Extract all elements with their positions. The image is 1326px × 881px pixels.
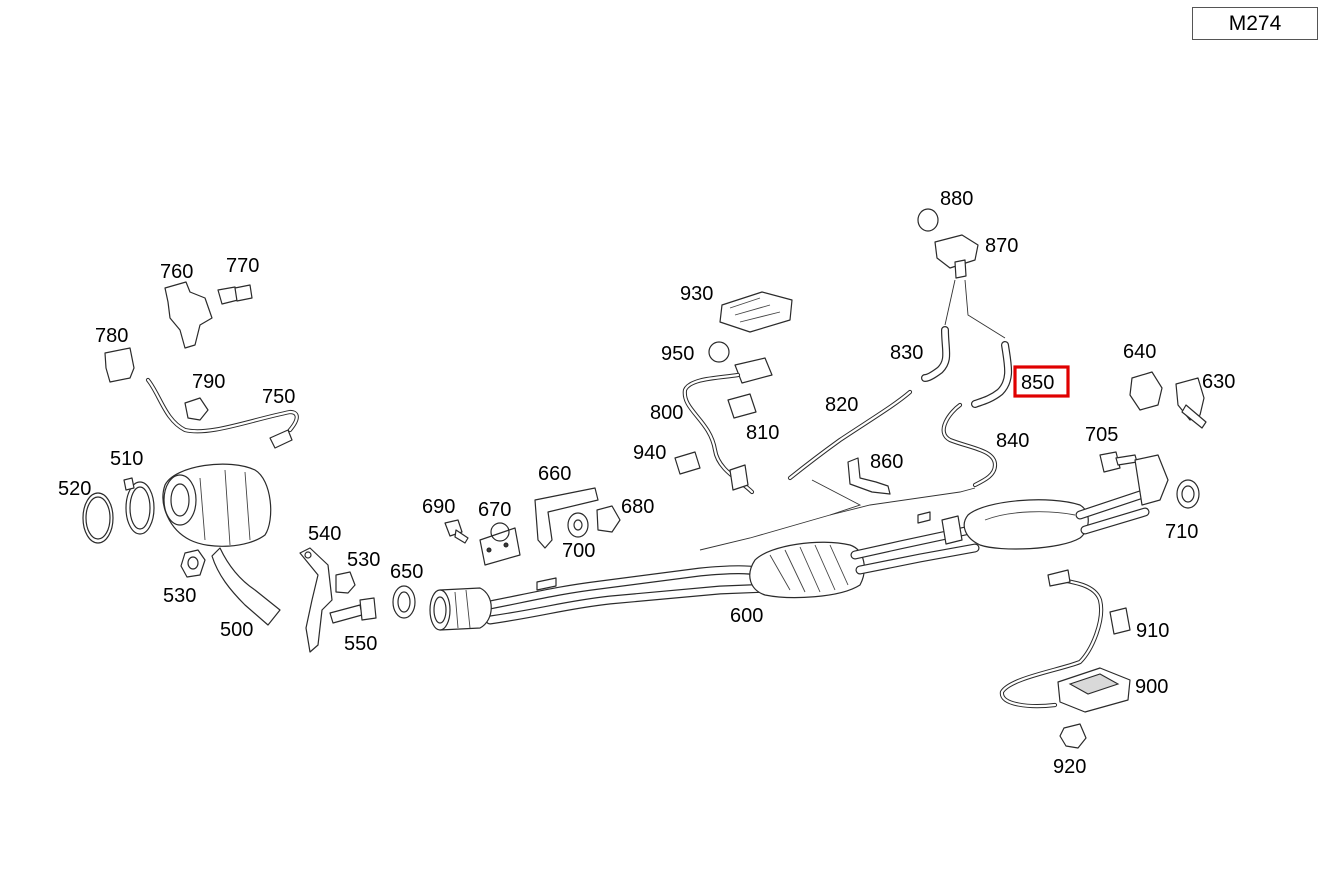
label-660[interactable]: 660 [538,463,571,485]
label-705[interactable]: 705 [1085,424,1118,446]
label-800[interactable]: 800 [650,402,683,424]
label-500[interactable]: 500 [220,619,253,641]
label-690[interactable]: 690 [422,496,455,518]
part-810-clip[interactable] [727,393,757,419]
label-820[interactable]: 820 [825,394,858,416]
label-930[interactable]: 930 [680,283,713,305]
part-705-bolt[interactable] [1099,451,1138,473]
label-640[interactable]: 640 [1123,341,1156,363]
label-870[interactable]: 870 [985,235,1018,257]
front-catalyst[interactable] [429,587,492,631]
label-760[interactable]: 760 [160,261,193,283]
label-810[interactable]: 810 [746,422,779,444]
label-750[interactable]: 750 [262,386,295,408]
part-690-bolt[interactable] [444,519,469,544]
part-680-bolt[interactable] [596,505,621,533]
part-830-hose[interactable] [921,326,951,382]
label-630[interactable]: 630 [1202,371,1235,393]
part-760-sensor-bracket[interactable] [164,281,213,349]
label-700[interactable]: 700 [562,540,595,562]
part-650-clamp[interactable] [392,585,416,619]
label-540[interactable]: 540 [308,523,341,545]
label-650[interactable]: 650 [390,561,423,583]
callout-labels: 500 510 520 530 530 540 550 600 630 640 … [58,188,1235,778]
part-800-exhaust-temp-sensor[interactable] [682,357,773,495]
label-840[interactable]: 840 [996,430,1029,452]
part-520-gasket-ring[interactable] [82,492,114,544]
part-710-clamp[interactable] [1134,454,1200,509]
part-550-bolt[interactable] [329,597,377,624]
label-920[interactable]: 920 [1053,756,1086,778]
label-600[interactable]: 600 [730,605,763,627]
label-510[interactable]: 510 [110,448,143,470]
part-900-nox-sensor[interactable] [999,569,1131,713]
part-660-heat-shield-bracket[interactable] [534,487,599,549]
selected-part-highlight [1013,365,1070,398]
part-780-connector-holder[interactable] [104,347,135,383]
label-520[interactable]: 520 [58,478,91,500]
label-860[interactable]: 860 [870,451,903,473]
part-940-clip[interactable] [674,451,701,475]
label-830[interactable]: 830 [890,342,923,364]
part-770-bolt[interactable] [217,284,253,305]
part-530-nut-a[interactable] [180,549,206,578]
part-840-pipe[interactable] [941,402,998,488]
part-630-hanger-bracket[interactable] [1175,377,1207,429]
label-680[interactable]: 680 [621,496,654,518]
exhaust-pipe-assembly-600[interactable] [485,490,1150,625]
label-780[interactable]: 780 [95,325,128,347]
part-540-bracket[interactable] [299,547,333,653]
part-530-nut-b[interactable] [335,571,356,594]
label-710[interactable]: 710 [1165,521,1198,543]
part-640-rubber-hanger[interactable] [1129,371,1163,411]
part-870-pressure-sensor[interactable] [934,234,979,279]
part-790-sensor[interactable] [184,397,209,421]
label-530-a[interactable]: 530 [163,585,196,607]
part-930-control-unit[interactable] [719,291,793,333]
part-700-rubber-mount[interactable] [567,512,589,538]
label-940[interactable]: 940 [633,442,666,464]
label-770[interactable]: 770 [226,255,259,277]
part-920-nut[interactable] [1059,723,1087,749]
part-910-clip[interactable] [1109,607,1131,635]
label-950[interactable]: 950 [661,343,694,365]
model-code-badge: M274 [1192,7,1318,40]
label-880[interactable]: 880 [940,188,973,210]
part-880-nut[interactable] [917,208,939,232]
part-750-oxygen-sensor[interactable] [145,377,299,449]
part-950-nut[interactable] [708,341,730,363]
label-910[interactable]: 910 [1136,620,1169,642]
part-670-mount[interactable] [479,522,521,566]
label-550[interactable]: 550 [344,633,377,655]
part-860-bracket[interactable] [847,457,891,495]
label-850[interactable]: 850 [1021,372,1054,394]
label-790[interactable]: 790 [192,371,225,393]
label-530-b[interactable]: 530 [347,549,380,571]
part-500-catalytic-converter[interactable] [162,463,281,626]
part-820-pressure-pipe[interactable] [787,389,913,481]
part-510-band-clamp[interactable] [123,477,155,535]
label-670[interactable]: 670 [478,499,511,521]
part-850-hose[interactable] [971,341,1013,408]
label-900[interactable]: 900 [1135,676,1168,698]
